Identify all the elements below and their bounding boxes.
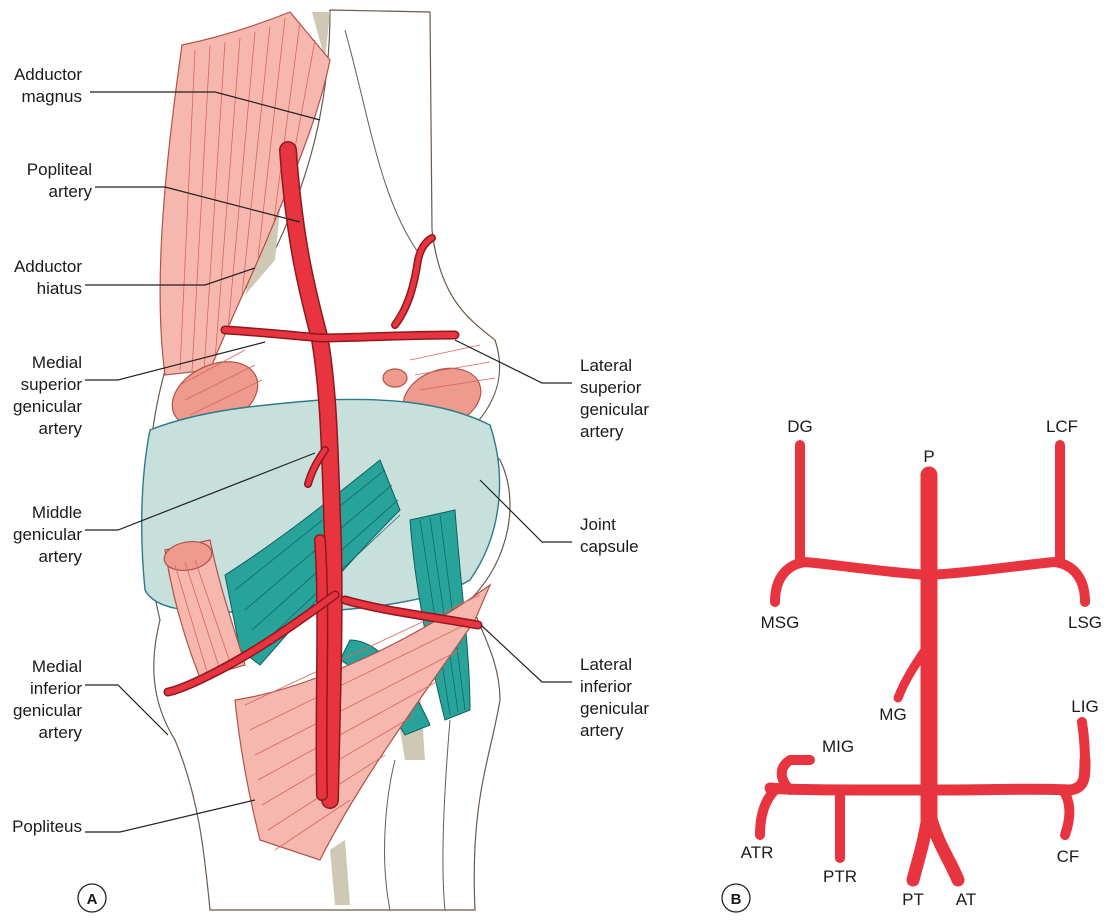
label-msg: MSG (761, 613, 800, 632)
branch-cf (1063, 790, 1069, 835)
label-lcf: LCF (1046, 417, 1078, 436)
label-mig: MIG (822, 737, 854, 756)
panel-a-illustration (142, 10, 510, 910)
branch-lsg (929, 562, 1085, 602)
label-popliteus: Popliteus (12, 817, 82, 836)
label-p: P (923, 447, 934, 466)
lateral-muscle-small-cut (383, 369, 407, 387)
branch-lig (1082, 722, 1085, 762)
label-dg: DG (787, 417, 813, 436)
label-lsg: LSG (1068, 613, 1102, 632)
label-mg: MG (879, 705, 906, 724)
panel-a-badge: A (78, 884, 106, 912)
branch-at (929, 810, 958, 880)
branch-atr (760, 790, 775, 835)
label-ptr: PTR (823, 867, 857, 886)
panel-b-badge: B (722, 884, 750, 912)
svg-text:A: A (87, 891, 98, 908)
label-pt: PT (902, 890, 924, 909)
panel-b-schematic (760, 445, 1085, 880)
label-atr: ATR (741, 843, 774, 862)
svg-text:B: B (731, 891, 742, 908)
branch-msg (775, 562, 929, 602)
label-cf: CF (1057, 847, 1080, 866)
label-at: AT (956, 890, 976, 909)
label-lig: LIG (1071, 697, 1098, 716)
